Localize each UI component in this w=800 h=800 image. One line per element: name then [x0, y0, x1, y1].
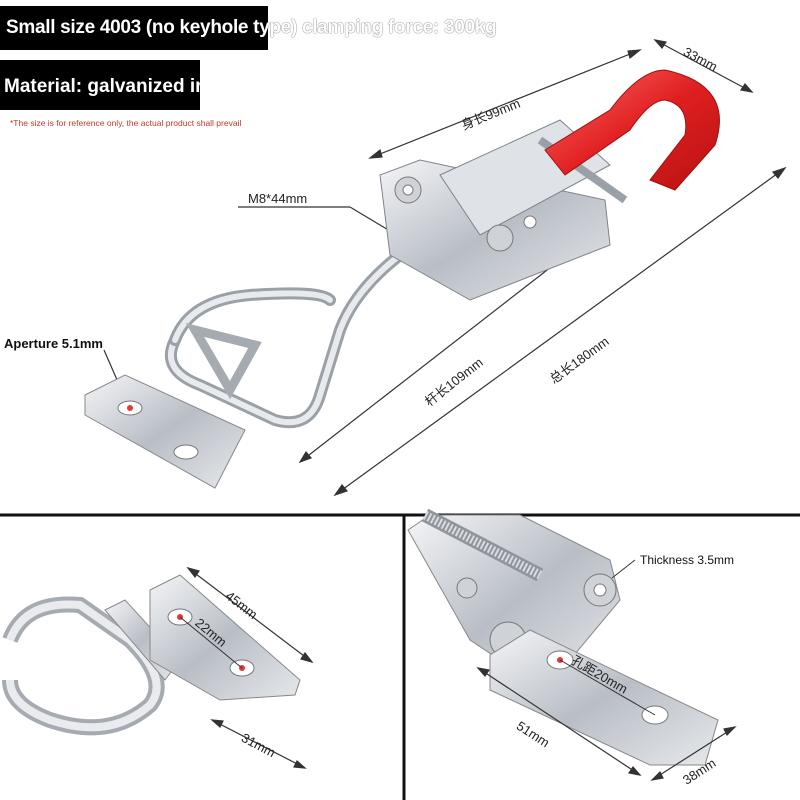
title-banner	[0, 6, 268, 50]
aperture-label: Aperture 5.1mm	[4, 336, 103, 351]
screw-label: M8*44mm	[248, 191, 308, 206]
wire-loop	[165, 249, 406, 429]
detail-right-dimensions	[476, 667, 737, 781]
detail-left-dimensions	[186, 566, 314, 769]
detail-left-illustration	[2, 574, 301, 736]
material-label: Material: galvanized iron	[4, 76, 226, 97]
base-plate	[84, 374, 246, 489]
detail-right-illustration	[407, 508, 719, 766]
thickness-label: Thickness 3.5mm	[640, 553, 735, 567]
product-title: Small size 4003 (no keyhole type) clampi…	[6, 17, 497, 38]
reference-note: *The size is for reference only, the act…	[10, 118, 242, 128]
red-handle-grip	[544, 69, 720, 191]
material-banner	[0, 60, 200, 110]
dimension-lines	[103, 39, 787, 497]
